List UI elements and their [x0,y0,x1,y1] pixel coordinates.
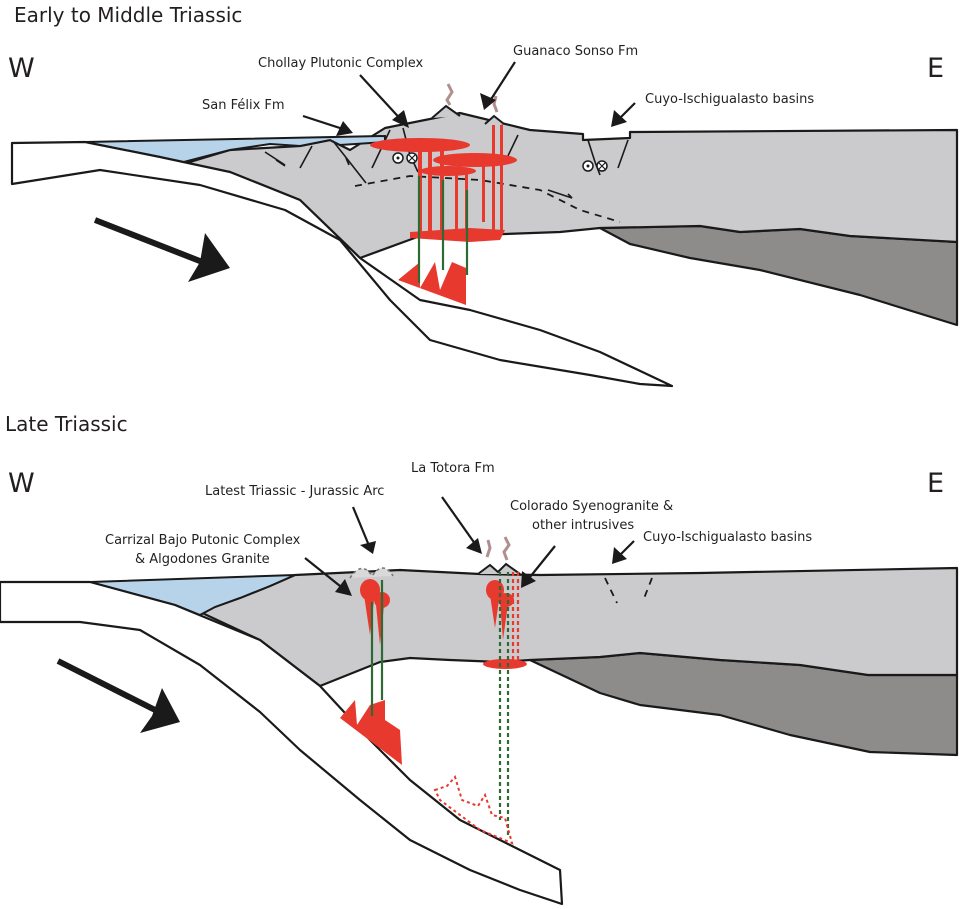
basin-fault [642,577,653,602]
panel-late-triassic: Late Triassic W E [0,412,959,906]
volcanic-plume [502,536,511,561]
label-algodones-granite: & Algodones Granite [135,552,270,567]
label-guanaco-sonso-fm: Guanaco Sonso Fm [513,44,638,59]
volcano [477,562,521,575]
feeder-dikes [417,176,469,283]
panel-early-middle-triassic: Early to Middle Triassic W E [8,3,959,388]
panel-title: Early to Middle Triassic [14,3,242,27]
feeder-dikes [370,580,384,716]
label-colorado-syenogranite: Colorado Syenogranite & [510,499,673,514]
pointer-arrow [525,545,556,583]
volcanic-plume [445,83,454,106]
pointer-arrow [304,557,346,591]
subduction-arrow [56,658,180,733]
magma-intrusions [340,579,527,765]
volcanic-plume [485,539,492,558]
label-chollay-plutonic-complex: Chollay Plutonic Complex [258,56,423,71]
pointer-arrow [351,506,372,549]
basin-fault [604,577,618,604]
volcano [484,114,505,125]
pointer-arrow [441,496,479,549]
former-magma-source [433,775,514,845]
former-feeder-dikes [498,572,520,836]
east-label: E [927,53,944,84]
label-carrizal-bajo-plutonic-complex: Carrizal Bajo Putonic Complex [105,533,301,548]
strike-slip-symbols [392,152,608,172]
future-arc-volcano [349,567,394,579]
subduction-arrow [93,217,230,282]
subducting-slab [0,580,564,906]
pointer-arrow [302,114,347,132]
east-label: E [927,468,944,499]
subducting-slab [10,140,674,388]
volcanic-plume [492,95,499,113]
west-label: W [8,468,35,499]
volcano [431,104,461,119]
lithospheric-mantle [598,224,959,327]
pointer-arrow [487,61,516,105]
label-latest-triassic-jurassic-arc: Latest Triassic - Jurassic Arc [205,484,384,499]
west-label: W [8,53,35,84]
label-cuyo-ischigualasto-basins: Cuyo-Ischigualasto basins [645,92,814,107]
label-la-totora-fm: La Totora Fm [411,461,495,476]
panel-title: Late Triassic [5,412,128,436]
label-cuyo-ischigualasto-basins: Cuyo-Ischigualasto basins [643,530,812,545]
label-other-intrusives: other intrusives [532,518,634,533]
label-san-felix-fm: San Félix Fm [202,98,285,113]
